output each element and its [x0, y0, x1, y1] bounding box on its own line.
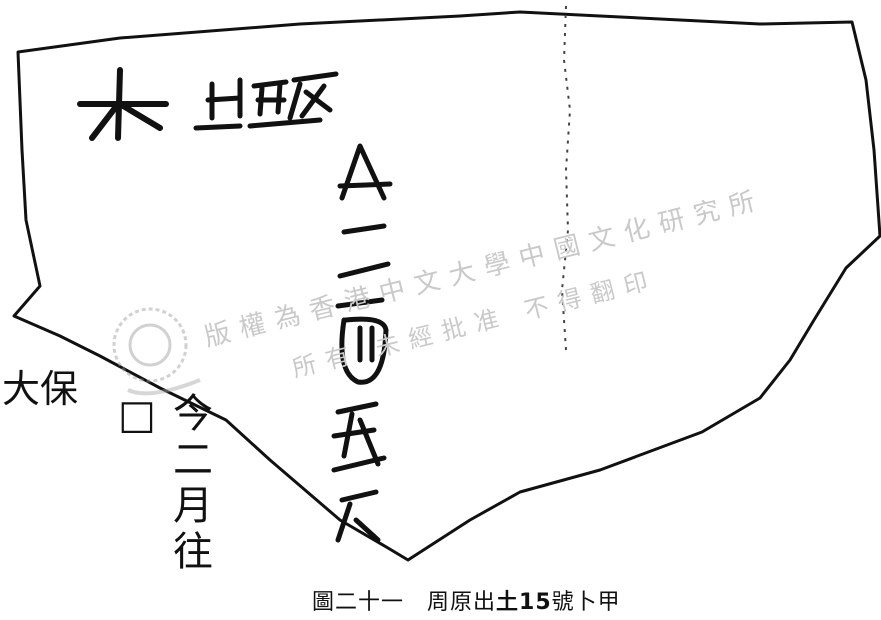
glyph-composite	[193, 71, 339, 131]
glyph-er	[337, 223, 391, 279]
transcription-char: 往	[166, 530, 212, 576]
crack-line	[560, 5, 572, 351]
bone-fragment-outline	[12, 10, 881, 562]
left-char-1: 大	[2, 367, 41, 411]
glyph-da	[77, 67, 169, 141]
glyph-enclosed	[335, 297, 389, 385]
watermark-seal-icon	[112, 307, 201, 396]
caption-part-2: 土15	[496, 590, 552, 615]
glyph-lower-2	[335, 489, 381, 543]
left-inscription: 大保	[2, 358, 78, 413]
transcription-char: 今	[166, 392, 212, 438]
transcription-column: 今二月往 □	[114, 392, 218, 620]
left-char-2: 保	[40, 367, 79, 411]
transcription-char: 二	[166, 438, 212, 484]
transcription-char: 月	[166, 484, 212, 530]
glyph-lower-1	[331, 401, 387, 473]
transcription-char: □	[114, 392, 160, 444]
glyph-a	[337, 143, 393, 201]
caption-part-1: 圖二十一 周原出	[312, 590, 497, 615]
figure-caption: 圖二十一 周原出土15號卜甲	[312, 584, 621, 616]
caption-part-3: 號卜甲	[551, 590, 621, 615]
